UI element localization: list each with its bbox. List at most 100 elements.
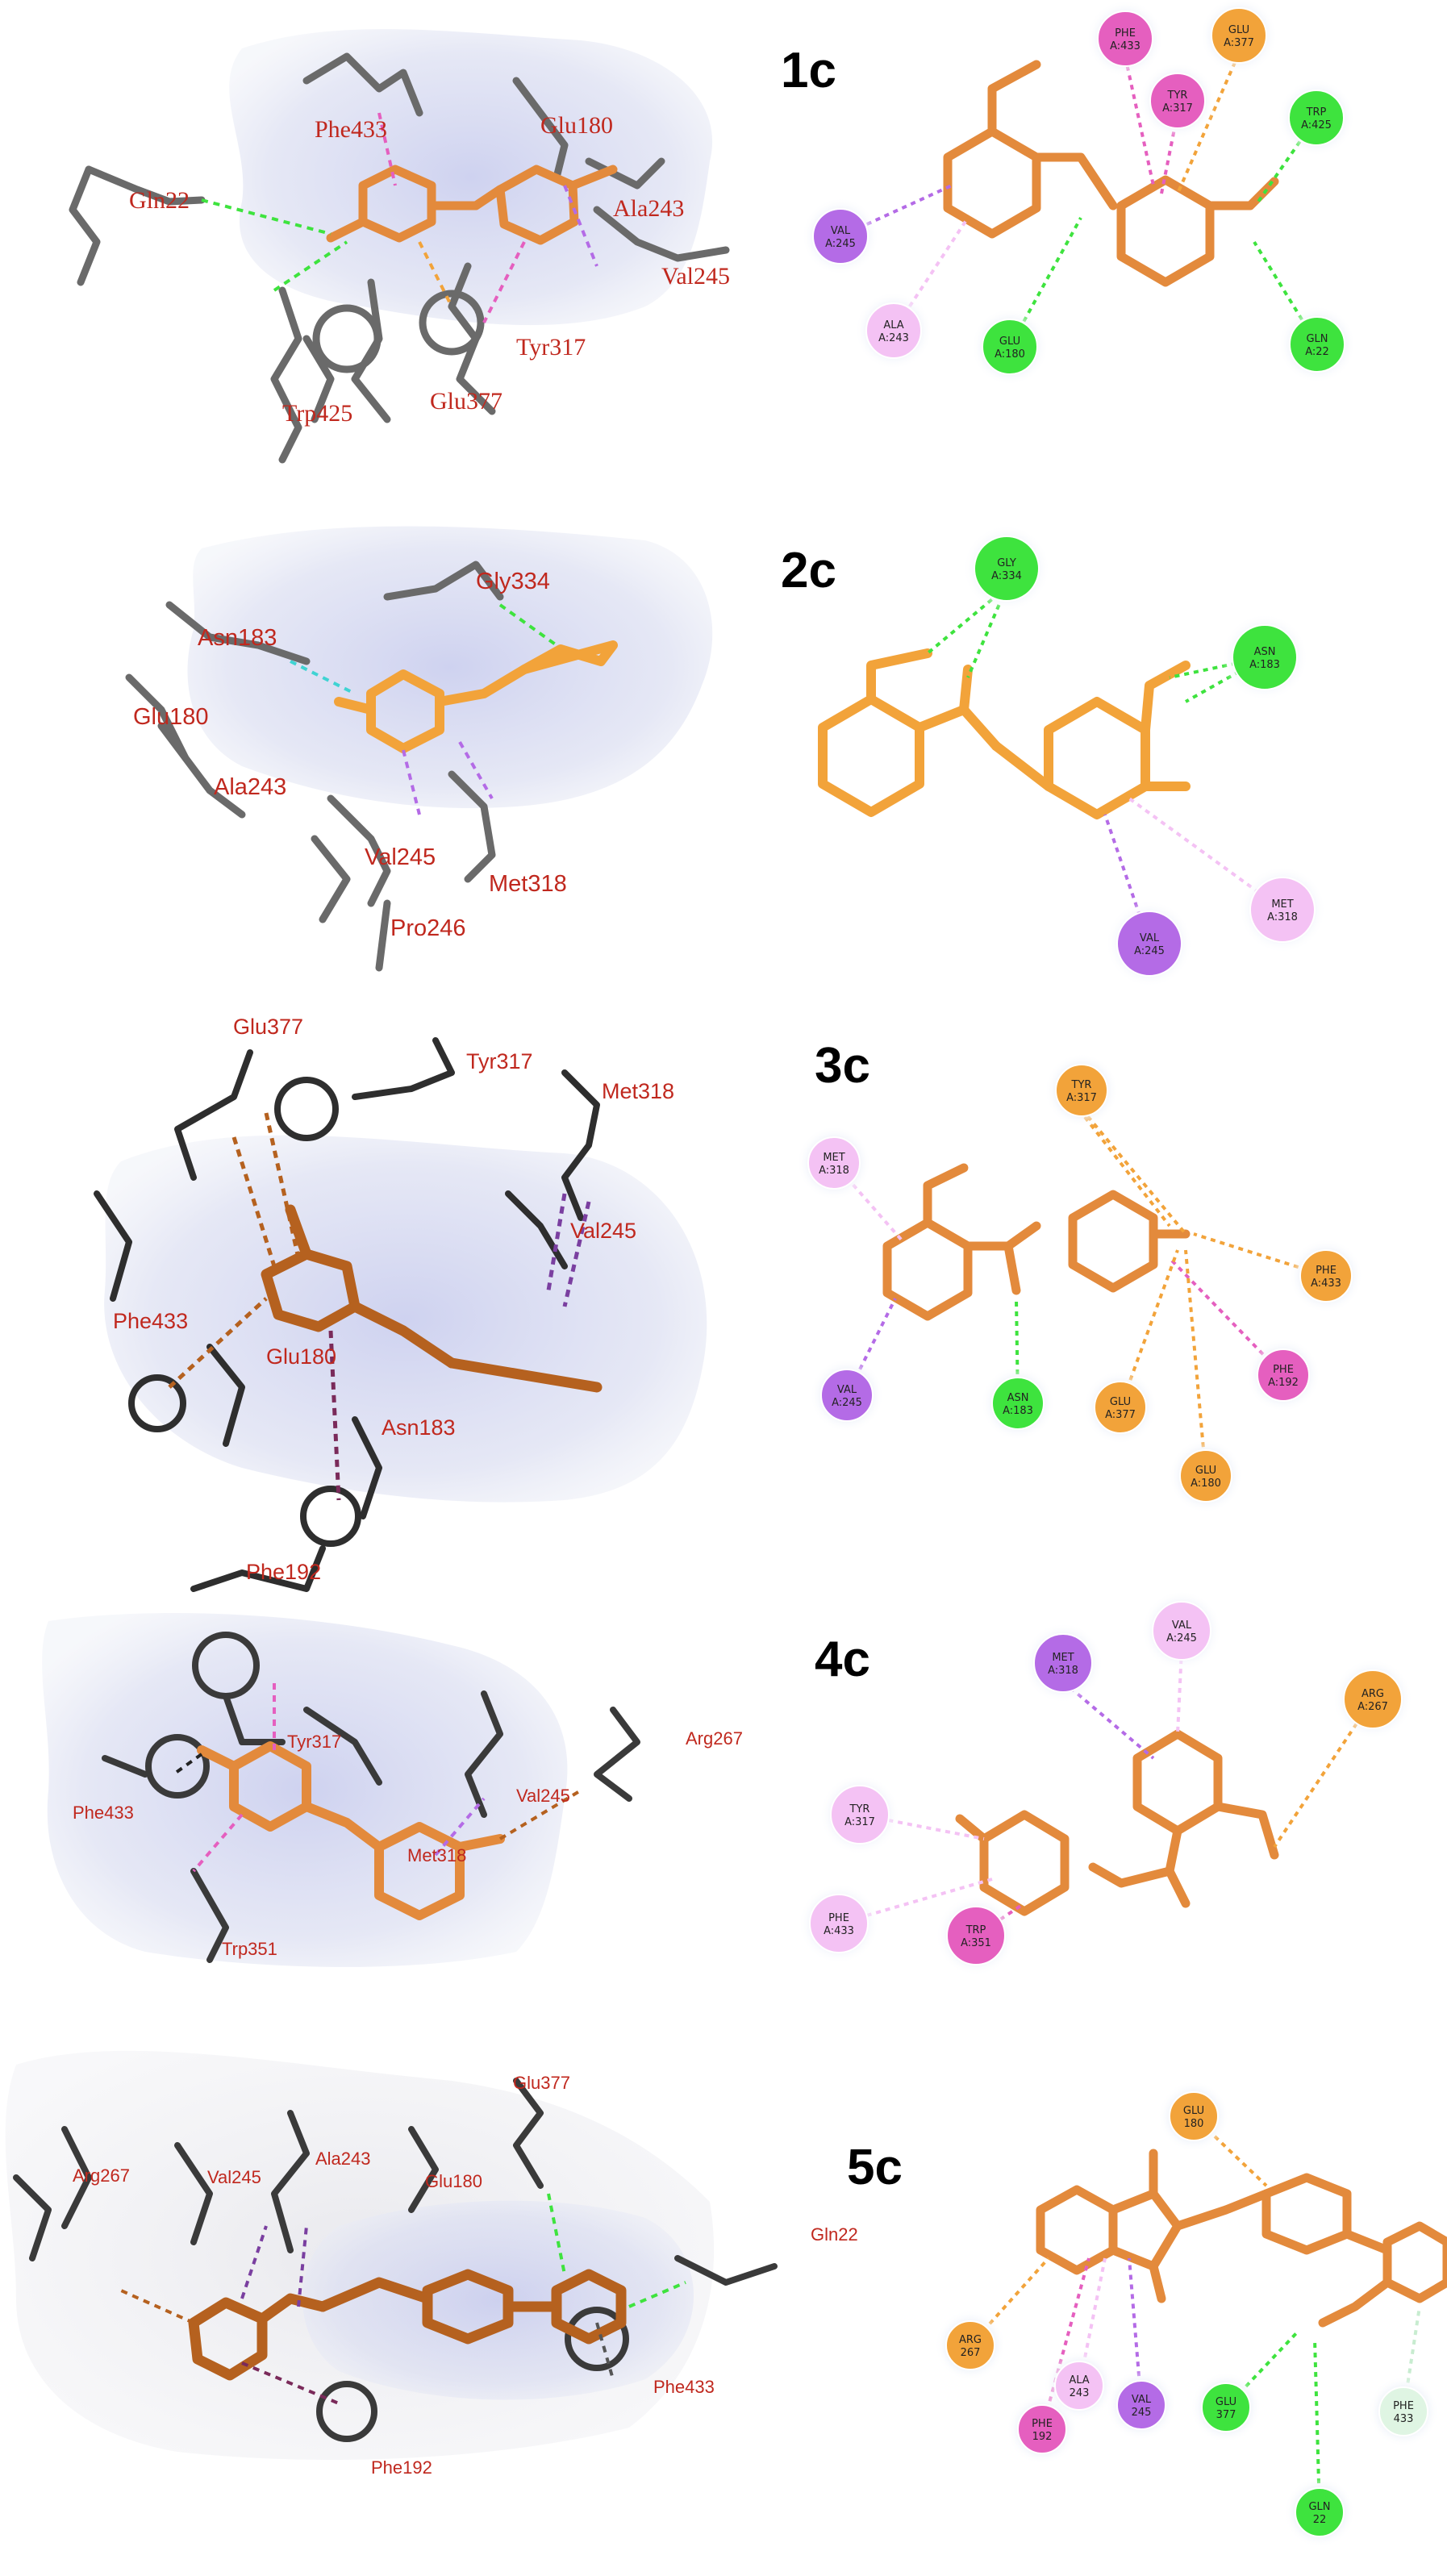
residue-number: 243 — [1070, 2387, 1090, 2399]
panel-5c-3d-view: Glu377 Arg267 Ala243 Val245 Glu180 Gln22… — [5, 2050, 858, 2478]
residue-label: Tyr317 — [516, 334, 586, 361]
residue-number: A:317 — [1162, 102, 1193, 115]
residue-disc — [1295, 2487, 1345, 2537]
residue-name: MET — [823, 1152, 844, 1164]
residue-label: Glu180 — [133, 704, 209, 730]
residue-label: Trp425 — [282, 400, 352, 427]
residue-name: PHE — [1273, 1364, 1294, 1376]
residue-number: 180 — [1184, 2118, 1204, 2130]
binding-surface-inner — [302, 2200, 694, 2400]
residue-name: GLU — [999, 336, 1020, 348]
panel-5c-2d-diagram: GLU180ARG267ALA243VAL245PHE192GLU377GLN2… — [935, 2081, 1447, 2548]
compound-label: 5c — [847, 2140, 903, 2195]
interaction-lines-2d — [832, 1107, 1327, 1477]
interaction-lines-3d — [168, 1112, 591, 1501]
residue-label: Phe192 — [246, 1560, 321, 1584]
compound-label: 2c — [781, 543, 836, 598]
residue-number: A:180 — [995, 348, 1025, 361]
residue-label: Ala243 — [214, 774, 286, 800]
residue-label: Tyr317 — [466, 1049, 533, 1073]
residue-number: A:245 — [1166, 1632, 1197, 1644]
binding-surface — [104, 1135, 707, 1503]
residue-name: VAL — [831, 225, 851, 237]
residue-number: 192 — [1032, 2431, 1053, 2443]
residue-name: VAL — [1172, 1619, 1192, 1632]
residue-number: A:317 — [1066, 1092, 1097, 1104]
compound-label: 3c — [815, 1038, 870, 1094]
residue-number: 433 — [1394, 2413, 1414, 2425]
residue-label: Phe433 — [113, 1309, 188, 1333]
panel-2c: Gly334 Asn183 Glu180 Ala243 Val245 Met31… — [125, 525, 1326, 987]
residue-disc — [1149, 73, 1206, 129]
residue-disc — [1211, 7, 1267, 64]
residue-disc — [865, 302, 922, 359]
residue-name: TYR — [1071, 1079, 1092, 1091]
residue-number: A:425 — [1301, 119, 1332, 131]
residue-number: A:183 — [1249, 659, 1280, 671]
ligand-4c — [197, 1741, 505, 1920]
ligand-3c — [261, 1204, 603, 1393]
ligand-5c — [188, 2269, 627, 2381]
interaction-lines-3d — [201, 112, 598, 323]
residue-number: A:334 — [991, 570, 1022, 582]
residue-label: Phe433 — [315, 116, 387, 143]
residue-number: A:243 — [878, 332, 909, 344]
residue-number: A:245 — [825, 238, 856, 250]
residue-name: MET — [1052, 1652, 1074, 1664]
panel-1c-3d-view: Phe433 Glu180 Gln22 Ala243 Val245 Tyr317… — [69, 29, 730, 464]
panel-3c: Glu377 Tyr317 Met318 Val245 Phe433 Glu18… — [94, 1015, 1363, 1592]
residue-label: Ala243 — [613, 195, 684, 222]
residue-number: A:267 — [1357, 1701, 1388, 1713]
residue-disc — [945, 2320, 995, 2370]
residue-label: Tyr317 — [287, 1732, 341, 1752]
ligand-5c-2d — [1036, 2149, 1447, 2328]
ligand-4c-2d — [955, 1729, 1279, 1916]
residue-label: Gly334 — [476, 569, 550, 594]
ligand-1c-2d — [943, 60, 1279, 287]
residue-name: ARG — [1362, 1688, 1384, 1700]
residue-label: Arg267 — [73, 2165, 130, 2186]
residue-label: Glu377 — [513, 2073, 570, 2093]
residue-disc — [1097, 10, 1153, 67]
panel-4c-3d-view: Tyr317 Arg267 Phe433 Val245 Met318 Trp35… — [42, 1613, 743, 1967]
residue-disc — [1201, 2382, 1251, 2432]
residue-disc — [1289, 316, 1345, 373]
residue-name: ARG — [959, 2334, 982, 2346]
interaction-residues: META:318VALA:245ARGA:267TYRA:317PHEA:433… — [799, 1590, 1413, 1976]
residue-number: A:245 — [1134, 945, 1165, 957]
residue-disc — [1169, 2091, 1219, 2141]
residue-name: ASN — [1254, 646, 1276, 658]
protein-sticks — [13, 2078, 778, 2442]
residue-disc — [1288, 90, 1345, 146]
residue-label: Glu180 — [425, 2171, 482, 2191]
residue-name: TRP — [1306, 106, 1327, 119]
residue-label: Asn183 — [382, 1415, 456, 1440]
residue-name: VAL — [1140, 932, 1160, 944]
residue-name: ALA — [883, 319, 903, 331]
residue-number: A:183 — [1003, 1405, 1033, 1417]
panel-5c: Glu377 Arg267 Ala243 Val245 Glu180 Gln22… — [5, 2050, 1447, 2548]
residue-number: A:318 — [819, 1165, 849, 1177]
residue-disc — [946, 1906, 1006, 1965]
residue-disc — [1299, 1249, 1353, 1303]
residue-disc — [982, 319, 1038, 375]
residue-disc — [974, 536, 1040, 602]
residue-label: Met318 — [602, 1079, 674, 1103]
